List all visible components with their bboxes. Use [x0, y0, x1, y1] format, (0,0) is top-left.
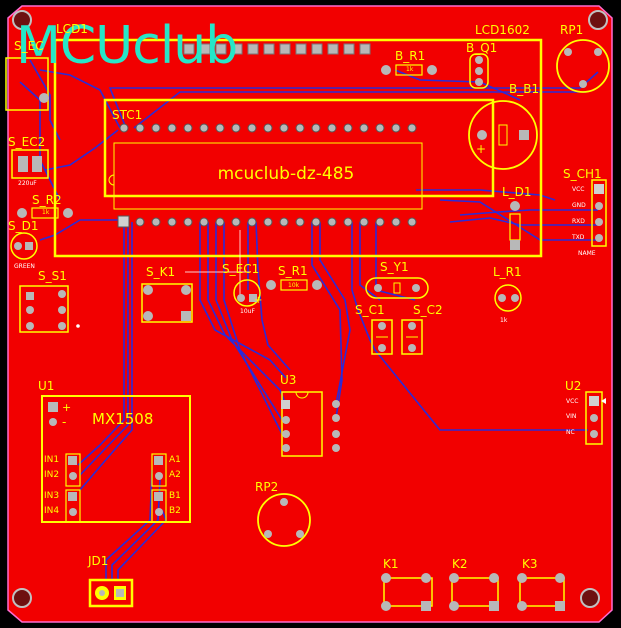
mcuclub-logo: MCUclub — [16, 16, 238, 76]
stc1-pins — [117, 123, 417, 228]
s-ec-footprint — [5, 57, 49, 111]
jd1-connector — [88, 578, 134, 608]
s-c2-label: S_C2 — [413, 303, 443, 317]
u1-label: U1 — [38, 379, 55, 393]
l-r1-value: 1k — [500, 317, 508, 324]
s-c2-capacitor — [401, 319, 423, 355]
silk-lines — [185, 230, 250, 300]
u3-label: U3 — [280, 373, 297, 387]
s-r1-resistor — [266, 279, 322, 291]
b-r1-label: B_R1 — [395, 49, 426, 63]
s-r2-label: S_R2 — [32, 193, 62, 207]
k1-label: K1 — [383, 557, 399, 571]
b-r1-value: 1k — [406, 66, 414, 73]
s-ec-label: S_EC — [14, 39, 44, 53]
s-y1-label: S_Y1 — [380, 260, 409, 274]
s-ec1-plus: + — [254, 295, 263, 306]
rp2-potentiometer — [257, 493, 311, 547]
s-ec2-label: S_EC2 — [8, 135, 46, 149]
rp1-potentiometer — [556, 39, 610, 93]
s-c1-capacitor — [371, 319, 393, 355]
rp1-label: RP1 — [560, 23, 584, 37]
s-d1-value: GREEN — [14, 263, 35, 270]
k3-label: K3 — [522, 557, 538, 571]
l-d1-led — [509, 201, 521, 250]
k2-label: K2 — [452, 557, 468, 571]
ch-rxd-text: RXD — [572, 218, 585, 225]
mounting-hole-icon — [12, 10, 608, 608]
s-r1-value: 10k — [288, 282, 300, 289]
stc1-label: STC1 — [112, 108, 143, 122]
s-ch1-label: S_CH1 — [563, 167, 602, 181]
ch-name-text: NAME — [578, 250, 596, 257]
mx1508-label: MX1508 — [92, 410, 154, 428]
b-q1-transistor — [469, 53, 489, 89]
u1-mx1508-module — [41, 395, 191, 523]
u3-chip — [281, 391, 340, 457]
b-b1-label: B_B1 — [509, 82, 540, 96]
s-d1-led — [10, 232, 38, 260]
mx-a1-text: A1 — [169, 455, 181, 465]
mx-in4-text: IN4 — [44, 506, 60, 516]
b-r1-resistor — [381, 64, 437, 76]
u2-pin2-text: VIN — [566, 413, 577, 420]
s-ec-pad — [39, 93, 49, 103]
lcd-header-pins — [183, 43, 371, 55]
mx-minus-text: - — [62, 415, 67, 429]
b-b1-buzzer — [468, 100, 538, 170]
s-s1-switch — [19, 285, 69, 333]
k-buttons — [381, 573, 565, 611]
s-r1-label: S_R1 — [278, 264, 308, 278]
s-c1-label: S_C1 — [355, 303, 385, 317]
u2-regulator — [585, 391, 603, 445]
s-ch1-header — [591, 179, 607, 247]
s-d1-label: S_D1 — [8, 219, 39, 233]
l-r1-label: L_R1 — [493, 265, 522, 279]
s-ec1-label: S_EC1 — [222, 262, 260, 276]
s-ec2-value: 220uF — [18, 180, 37, 187]
s-y1-crystal — [365, 277, 429, 299]
u2-pin3-text: NC — [566, 429, 575, 436]
mx-b1-text: B1 — [169, 491, 181, 501]
lcd1-label: LCD1 — [56, 22, 88, 36]
board-outline — [7, 5, 613, 623]
ch-vcc-text: VCC — [572, 186, 585, 193]
b-b1-plus: + — [476, 142, 487, 156]
u2-vcc-text: VCC — [566, 398, 579, 405]
mx-in1-text: IN1 — [44, 455, 60, 465]
s-r2-value: 1k — [42, 209, 50, 216]
mx-in2-text: IN2 — [44, 470, 60, 480]
mx-a2-text: A2 — [169, 470, 181, 480]
ch-gnd-text: GND — [572, 202, 586, 209]
lcd-display-text: mcuclub-dz-485 — [217, 164, 355, 184]
s-s1-label: S_S1 — [38, 269, 67, 283]
s-ec1-value: 10uF — [240, 308, 255, 315]
s-ec1-capacitor — [233, 279, 261, 307]
s-k1-button — [141, 283, 193, 323]
rp2-label: RP2 — [255, 480, 279, 494]
l-d1-label: L_D1 — [502, 185, 532, 199]
l-r1-resistor — [494, 284, 522, 312]
mx-in3-text: IN3 — [44, 491, 60, 501]
u2-label: U2 — [565, 379, 582, 393]
mx-b2-text: B2 — [169, 506, 181, 516]
s-r2-resistor — [17, 207, 73, 219]
jd1-label: JD1 — [88, 554, 109, 568]
s-k1-label: S_K1 — [146, 265, 176, 279]
pin-marker-icons — [76, 324, 606, 404]
b-q1-label: B_Q1 — [466, 41, 498, 55]
lcd1602-outline — [53, 38, 543, 258]
lcd1602-label: LCD1602 — [475, 23, 530, 37]
s-ec2-capacitor — [11, 149, 49, 179]
mx-plus-text: + — [62, 401, 72, 414]
ch-txd-text: TXD — [572, 234, 585, 241]
